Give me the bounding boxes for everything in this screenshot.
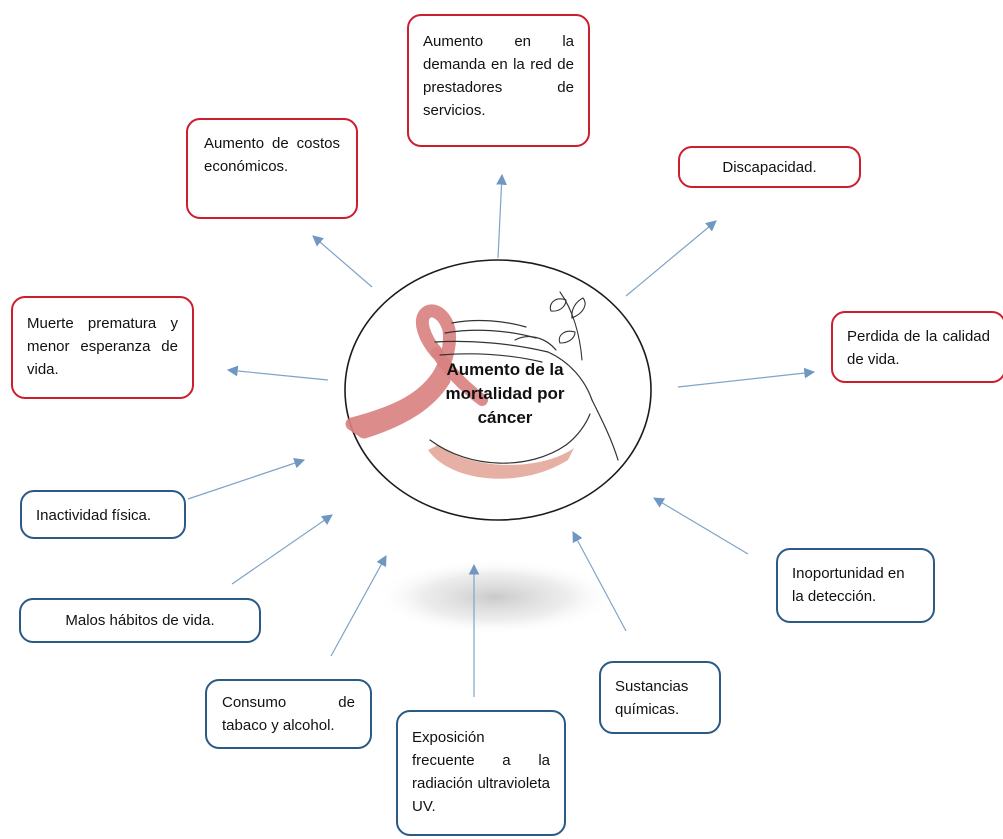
cause-box-sustancias: Sustancias químicas. bbox=[599, 661, 721, 734]
cupped-hand-shape bbox=[428, 445, 574, 479]
effect-box-discapacidad: Discapacidad. bbox=[678, 146, 861, 188]
effect-box-demanda: Aumento en la demanda en la red de prest… bbox=[407, 14, 590, 147]
cancer-ribbon-icon bbox=[345, 304, 488, 439]
arrow-from-habitos bbox=[231, 514, 333, 585]
cause-box-inactividad: Inactividad física. bbox=[20, 490, 186, 539]
arrow-to-discapacidad bbox=[625, 220, 717, 297]
arrow-to-demanda bbox=[496, 173, 507, 259]
arrow-to-muerte bbox=[226, 365, 329, 381]
hands-icon bbox=[429, 319, 619, 464]
center-title: Aumento de la mortalidad por cáncer bbox=[445, 360, 565, 427]
arrow-to-calidad bbox=[677, 367, 816, 388]
cause-box-tabaco: Consumo de tabaco y alcohol. bbox=[205, 679, 372, 749]
circle-shadow bbox=[375, 559, 615, 635]
effect-box-calidad: Perdida de la calidad de vida. bbox=[831, 311, 1003, 383]
arrow-to-costos bbox=[312, 235, 373, 288]
cause-box-habitos: Malos hábitos de vida. bbox=[19, 598, 261, 643]
arrow-from-inoportunidad bbox=[653, 497, 749, 555]
arrow-from-tabaco bbox=[330, 555, 387, 657]
arrow-from-inactividad bbox=[187, 457, 306, 500]
leaf-sprig-icon bbox=[549, 291, 586, 361]
arrow-from-sustancias bbox=[572, 531, 627, 632]
effect-box-muerte: Muerte prematura y menor esperanza de vi… bbox=[11, 296, 194, 399]
cause-box-exposicion: Exposición frecuente a la radiación ultr… bbox=[396, 710, 566, 836]
effect-box-costos: Aumento de costos económicos. bbox=[186, 118, 358, 219]
cause-box-inoportunidad: Inoportunidad en la detección. bbox=[776, 548, 935, 623]
